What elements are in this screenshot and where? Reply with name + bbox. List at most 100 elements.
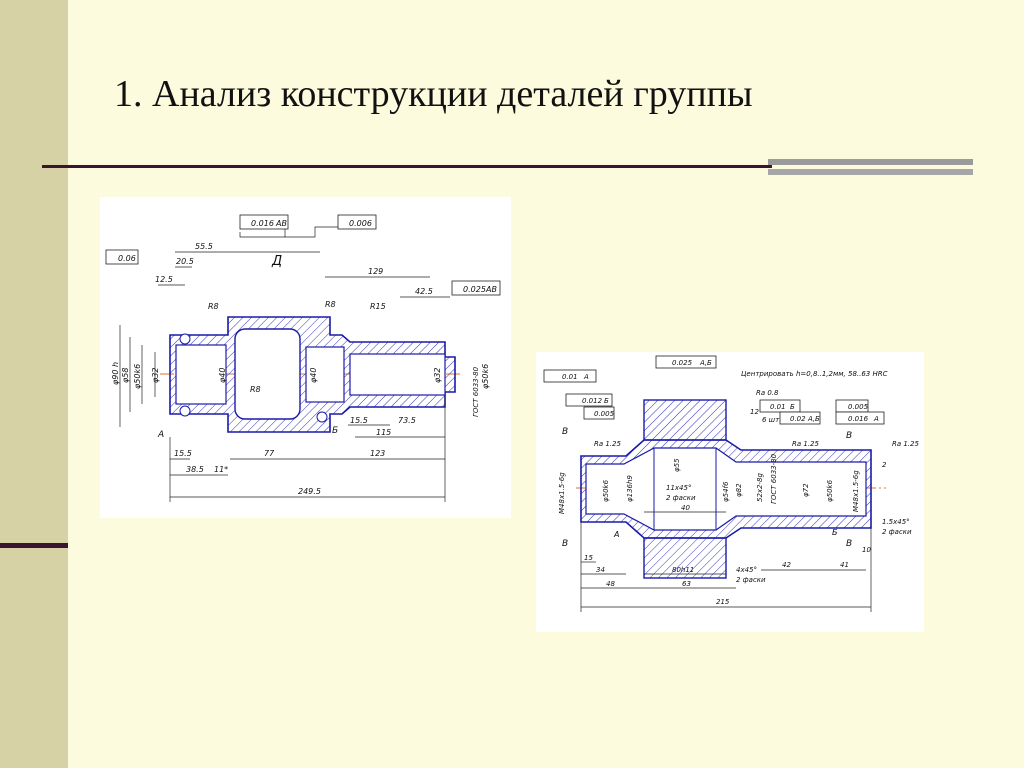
d1-dim-38-5: 38.5 [186, 465, 204, 474]
d2-frame-7: 0.005 [594, 410, 615, 418]
d2-dim-6sht: 6 шт [762, 416, 780, 424]
technical-drawing-gear-shaft: 0.01 А 0.025 А,Б 0.012 Б 0.005 0.01 Б 0.… [536, 352, 924, 632]
d2-frame-13: 0.016 [848, 415, 869, 423]
d2-dim-42: 42 [782, 561, 791, 569]
d2-section-v1: В [562, 427, 568, 437]
d1-gost: ГОСТ 6033-80 [472, 366, 480, 417]
d2-dim-phi50k6-a: φ50k6 [602, 479, 610, 502]
d2-dim-215: 215 [716, 598, 730, 606]
d1-dim-15-5-a: 15.5 [350, 416, 368, 425]
d1-dim-phi32-b: φ32 [433, 368, 442, 383]
d2-dim-phi72: φ72 [802, 483, 810, 497]
slide-title: 1. Анализ конструкции деталей группы [114, 73, 753, 115]
d2-ra-4: Ra 1.25 [892, 440, 920, 448]
d1-dim-249-5: 249.5 [298, 487, 321, 496]
d2-frame-6: Б [604, 397, 609, 405]
d1-dim-73-5: 73.5 [398, 416, 416, 425]
d1-dim-r8-a: R8 [208, 302, 219, 311]
drawing-1-svg: 0.016 АВ 0.006 0.06 0.025 АВ 55.5 20.5 1… [105, 214, 501, 502]
d2-dim-41: 41 [840, 561, 849, 569]
d2-frame-14: А [873, 415, 879, 423]
d1-dim-123: 123 [370, 449, 385, 458]
d1-frame-4: 0.06 [118, 254, 136, 263]
d1-dim-phi40-b: φ40 [309, 368, 318, 383]
d2-datum-b: Б [832, 528, 838, 537]
title-rule-grey-bars [768, 159, 973, 177]
d2-dim-phi50k6-b: φ50k6 [826, 479, 834, 502]
d2-frame-3: 0.025 [672, 359, 693, 367]
left-decorative-band [0, 0, 68, 768]
d1-dim-phi58: φ58 [121, 368, 130, 383]
d1-frame-3: 0.006 [349, 219, 372, 228]
d1-dim-20-5: 20.5 [176, 257, 194, 266]
d1-dim-r15: R15 [370, 302, 386, 311]
d2-dim-80h11: 80h11 [672, 566, 694, 574]
title-underline [42, 165, 772, 168]
d2-dim-40: 40 [681, 504, 690, 512]
d1-dim-r8-c: R8 [250, 385, 261, 394]
d2-dim-52x2: 52x2-8g [756, 473, 764, 502]
d2-dim-2faski-b: 2 фаски [736, 576, 766, 584]
d2-section-v2: В [846, 431, 852, 441]
d2-dim-phi82: φ82 [735, 483, 743, 497]
d2-ra-3: Ra 1.25 [792, 440, 820, 448]
d2-dim-2: 2 [882, 461, 887, 469]
d2-frame-12: 0.005 [848, 403, 869, 411]
d1-frame-1: 0.016 [251, 219, 274, 228]
d2-frame-10: 0.02 [790, 415, 806, 423]
d2-frame-4: А,Б [699, 359, 712, 367]
d2-dim-15: 15 [584, 554, 593, 562]
d2-dim-phi54f6: φ54f6 [722, 481, 730, 502]
drawing-2-svg: 0.01 А 0.025 А,Б 0.012 Б 0.005 0.01 Б 0.… [543, 355, 920, 612]
d1-dim-r8-b: R8 [325, 300, 336, 309]
d1-frame-2: АВ [275, 219, 287, 228]
d1-datum-a: А [157, 430, 164, 440]
d2-datum-a: А [613, 530, 619, 539]
d2-dim-12: 12 [750, 408, 759, 416]
d1-dim-phi32-a: φ32 [151, 368, 160, 383]
d2-frame-2: А [583, 373, 589, 381]
technical-drawing-shaft: 0.016 АВ 0.006 0.06 0.025 АВ 55.5 20.5 1… [100, 197, 511, 518]
d2-dim-2faski-c: 2 фаски [882, 528, 912, 536]
d1-label-d: Д [271, 254, 282, 269]
d2-frame-5: 0.012 [582, 397, 603, 405]
d2-dim-11x45: 11x45° [666, 484, 691, 492]
d2-frame-11: А,Б [807, 415, 820, 423]
d2-dim-48: 48 [606, 580, 615, 588]
d1-dim-phi40-a: φ40 [218, 368, 227, 383]
d2-dim-2faski-a: 2 фаски [666, 494, 696, 502]
d1-dim-phi50k6-b: φ50k6 [481, 364, 490, 389]
d1-dim-55-5: 55.5 [195, 242, 213, 251]
d2-dim-phi136: φ136h9 [626, 475, 634, 502]
d2-ra-2: Ra 0.8 [756, 389, 779, 397]
d1-datum-b: Б [332, 426, 338, 436]
d2-dim-phi55: φ55 [673, 458, 681, 472]
d1-dim-115: 115 [376, 428, 391, 437]
d2-frame-9: Б [790, 403, 795, 411]
left-accent-bar [0, 543, 68, 548]
d2-section-v3: В [562, 539, 568, 549]
d2-dim-m48-a: M48x1.5-6g [558, 472, 566, 514]
d2-frame-8: 0.01 [770, 403, 786, 411]
d2-dim-m48-b: M48x1.5-6g [852, 470, 860, 512]
d2-section-v4: В [846, 539, 852, 549]
d1-dim-phi90: φ90 h [111, 362, 120, 385]
d1-frame-6: АВ [485, 285, 497, 294]
d2-dim-1-5x45: 1.5x45° [882, 518, 910, 526]
d2-dim-gost: ГОСТ 6033-80 [770, 453, 778, 504]
d1-dim-15-5-b: 15.5 [174, 449, 192, 458]
d2-note: Центрировать h=0,8..1,2мм, 58..63 HRC [741, 370, 888, 378]
d2-ra-1: Ra 1.25 [594, 440, 622, 448]
d2-dim-63: 63 [682, 580, 691, 588]
d1-dim-42-5: 42.5 [415, 287, 433, 296]
d2-dim-4x45: 4x45° [736, 566, 757, 574]
d1-frame-5: 0.025 [463, 285, 486, 294]
d1-dim-77: 77 [264, 449, 275, 458]
d1-dim-12-5: 12.5 [155, 275, 173, 284]
d1-dim-11: 11* [214, 465, 228, 474]
d1-dim-129: 129 [368, 267, 383, 276]
d1-dim-phi50k6-a: φ50k6 [133, 364, 142, 389]
d2-frame-1: 0.01 [562, 373, 578, 381]
d2-dim-34: 34 [596, 566, 605, 574]
d2-dim-10: 10 [862, 546, 871, 554]
